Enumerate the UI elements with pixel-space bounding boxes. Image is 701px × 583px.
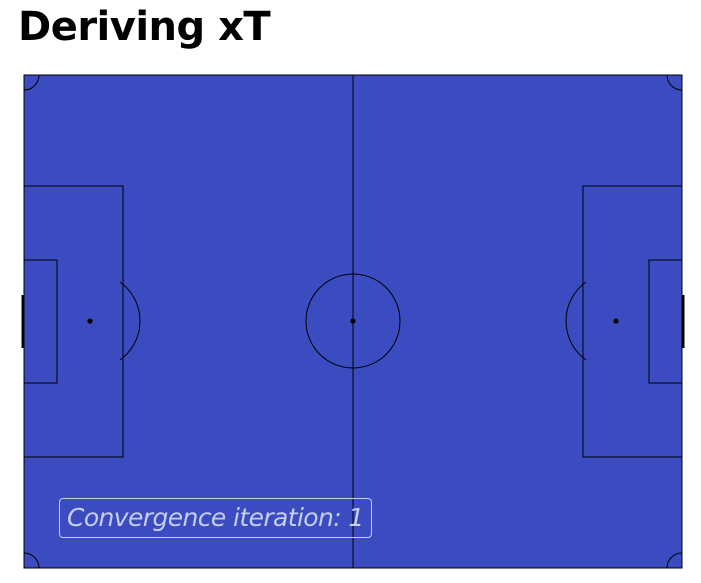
right-penalty-arc <box>565 281 587 361</box>
left-penalty-spot <box>87 318 93 324</box>
right-penalty-spot <box>613 318 619 324</box>
convergence-iteration-label: Convergence iteration: 1 <box>59 498 372 538</box>
corner-arc-bottom-right <box>666 552 683 569</box>
left-penalty-arc <box>119 281 141 361</box>
centre-spot <box>350 318 356 324</box>
corner-arc-top-left <box>23 74 40 91</box>
corner-arc-top-right <box>666 74 683 91</box>
page-title: Deriving xT <box>18 4 271 50</box>
corner-arc-bottom-left <box>23 552 40 569</box>
centre-circle <box>305 273 401 369</box>
